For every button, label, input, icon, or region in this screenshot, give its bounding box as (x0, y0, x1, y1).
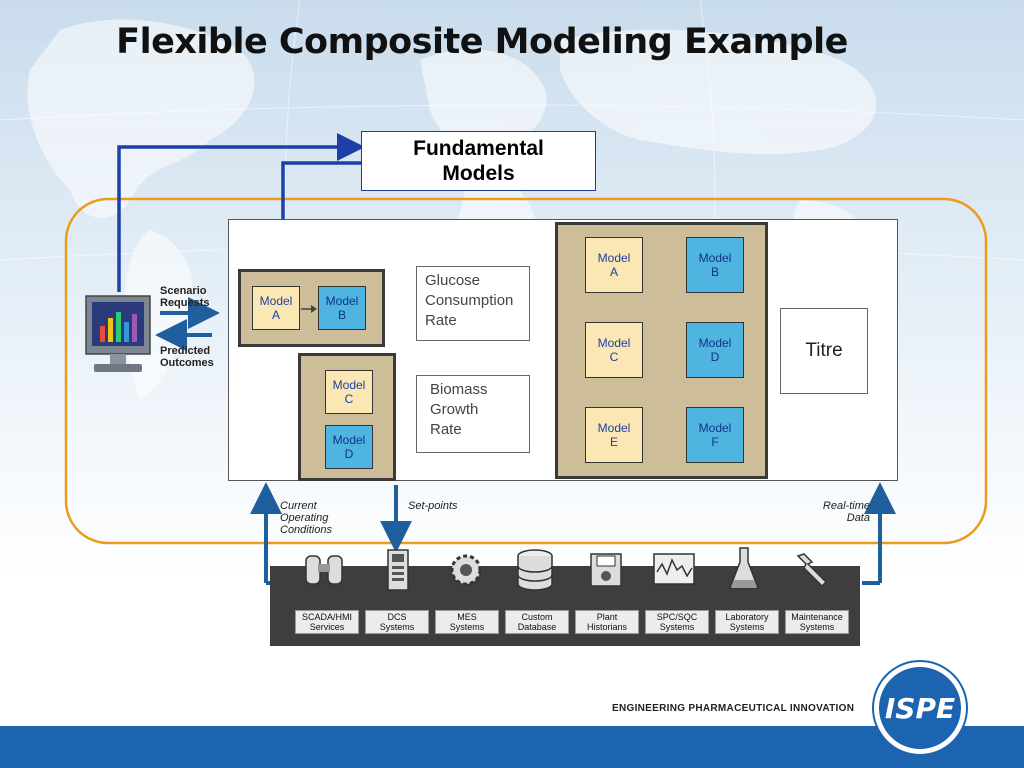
network-model-e: Model E (585, 407, 643, 463)
ispe-logo: ISPE (874, 662, 966, 754)
titre-doc: Titre (780, 308, 868, 394)
slide-title: Flexible Composite Modeling Example (116, 22, 848, 62)
system-scada-label: SCADA/HMI Services (295, 610, 359, 634)
wrench-icon (796, 553, 828, 588)
footer-tagline: ENGINEERING PHARMACEUTICAL INNOVATION (612, 703, 855, 714)
model-c-box: Model C (325, 370, 373, 414)
model-b-box: Model B (318, 286, 366, 330)
glucose-consumption-doc: Glucose Consumption Rate (416, 266, 530, 341)
flask-icon (728, 547, 760, 589)
scenario-requests-label: Scenario Requests (160, 285, 210, 309)
computer-to-fundamental-line (117, 133, 365, 292)
set-points-label: Set-points (408, 500, 458, 512)
fundamental-models-box: Fundamental Models (361, 131, 596, 191)
network-model-c: Model C (585, 322, 643, 378)
gear-icon (450, 554, 482, 586)
system-dcs-label: DCS Systems (365, 610, 429, 634)
system-laboratory-label: Laboratory Systems (715, 610, 779, 634)
system-maintenance-label: Maintenance Systems (785, 610, 849, 634)
model-a-box: Model A (252, 286, 300, 330)
controller-icon (387, 549, 409, 591)
network-model-b: Model B (686, 237, 744, 293)
chart-icon (653, 553, 695, 585)
computer-monitor-icon (85, 295, 151, 372)
system-spc-label: SPC/SQC Systems (645, 610, 709, 634)
system-mes-label: MES Systems (435, 610, 499, 634)
system-historians-label: Plant Historians (575, 610, 639, 634)
enterprise-systems-bar (270, 566, 860, 646)
disk-icon (590, 553, 622, 587)
network-model-d: Model D (686, 322, 744, 378)
system-custom-db-label: Custom Database (505, 610, 569, 634)
current-operating-conditions-label: Current Operating Conditions (280, 500, 332, 536)
binoculars-icon (305, 555, 343, 585)
network-model-a: Model A (585, 237, 643, 293)
database-icon (517, 549, 553, 591)
world-map-graphic (27, 19, 877, 400)
realtime-data-label: Real-time Data (822, 500, 870, 524)
orange-outline (64, 197, 988, 545)
predicted-outcomes-label: Predicted Outcomes (160, 345, 214, 369)
biomass-growth-doc: Biomass Growth Rate (416, 375, 530, 453)
model-d-box: Model D (325, 425, 373, 469)
footer-bar (0, 726, 1024, 768)
network-model-f: Model F (686, 407, 744, 463)
